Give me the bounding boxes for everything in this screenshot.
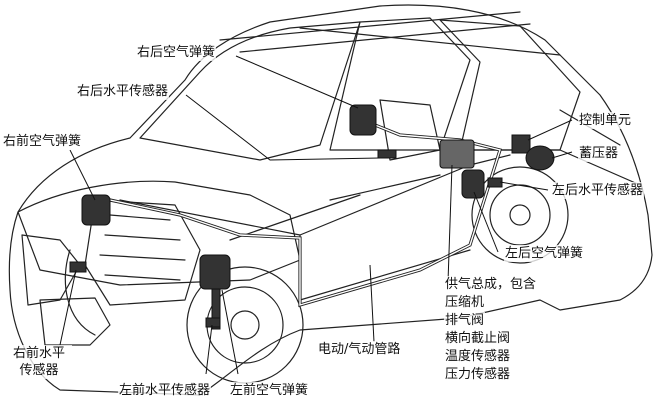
leader-accumulator bbox=[551, 151, 573, 159]
air-supply-shape bbox=[439, 139, 475, 169]
headlight bbox=[39, 297, 111, 346]
label-pressure-sensor: 压力传感器 bbox=[444, 366, 512, 383]
label-control-unit: 控制单元 bbox=[578, 112, 633, 129]
chassis-cross bbox=[229, 174, 441, 241]
rear-wheel-outer bbox=[471, 166, 569, 264]
label-rear-right-spring: 右后空气弹簧 bbox=[136, 44, 217, 61]
leader-rear-right-sensor bbox=[185, 94, 381, 161]
leader-rear-right-spring bbox=[235, 55, 359, 109]
front-wheel-hub bbox=[230, 310, 260, 340]
engine-detail bbox=[99, 214, 186, 281]
label-rear-right-level-sensor: 右后水平传感器 bbox=[76, 83, 170, 100]
label-rear-left-spring: 左后空气弹簧 bbox=[504, 245, 585, 262]
control-unit-shape bbox=[511, 134, 531, 154]
label-compressor: 压缩机 bbox=[444, 294, 486, 311]
rear-right-spring-shape bbox=[349, 104, 377, 136]
label-exhaust-valve: 排气阀 bbox=[444, 312, 486, 329]
leader-front-left-sensor bbox=[205, 324, 213, 375]
front-left-sensor-shape bbox=[205, 317, 221, 328]
label-cross-shutoff-valve: 横向截止阀 bbox=[444, 330, 512, 347]
leader-front-left-spring bbox=[221, 289, 239, 375]
windshield-outline bbox=[139, 21, 361, 161]
label-front-left-level-sensor: 左前水平传感器 bbox=[118, 382, 212, 399]
label-front-left-spring: 左前空气弹簧 bbox=[229, 382, 310, 399]
leader-air-supply bbox=[447, 164, 453, 283]
leader-pipelines bbox=[369, 264, 375, 343]
leader-front-right-sensor bbox=[59, 269, 77, 346]
label-front-right-level-sensor-line2: 传感器 bbox=[19, 363, 59, 378]
rear-right-sensor-shape bbox=[377, 149, 397, 159]
label-pipelines: 电动/气动管路 bbox=[317, 341, 402, 358]
rear-left-sensor-shape bbox=[487, 177, 503, 188]
label-temperature-sensor: 温度传感器 bbox=[444, 348, 512, 365]
accumulator-shape bbox=[525, 145, 555, 171]
hood-outline bbox=[17, 180, 301, 286]
left-front-wheel bbox=[64, 249, 96, 336]
rear-wheel-inner bbox=[489, 184, 551, 246]
leader-rear-left-spring bbox=[473, 191, 499, 253]
label-front-right-level-sensor: 右前水平 传感器 bbox=[6, 345, 72, 379]
pipe-inner bbox=[109, 124, 501, 306]
leader-rear-left-sensor bbox=[499, 181, 549, 191]
front-left-spring-shape bbox=[199, 254, 231, 290]
grille bbox=[21, 234, 81, 306]
label-air-supply-assembly: 供气总成，包含 bbox=[444, 276, 538, 293]
roof-rails bbox=[219, 11, 561, 56]
front-left-strut bbox=[211, 288, 221, 330]
label-accumulator: 蓄压器 bbox=[578, 145, 620, 162]
label-rear-left-level-sensor: 左后水平传感器 bbox=[551, 182, 645, 199]
chassis-rail-1 bbox=[119, 154, 511, 236]
leader-front-right-spring bbox=[69, 149, 96, 201]
front-right-sensor-shape bbox=[69, 261, 87, 273]
front-right-spring-shape bbox=[81, 194, 111, 226]
label-front-right-level-sensor-line1: 右前水平 bbox=[12, 346, 65, 361]
leader-control-unit bbox=[527, 119, 573, 141]
rear-wheel-hub bbox=[509, 204, 531, 226]
label-front-right-spring: 右前空气弹簧 bbox=[2, 133, 83, 150]
rear-left-spring-shape bbox=[461, 169, 485, 199]
